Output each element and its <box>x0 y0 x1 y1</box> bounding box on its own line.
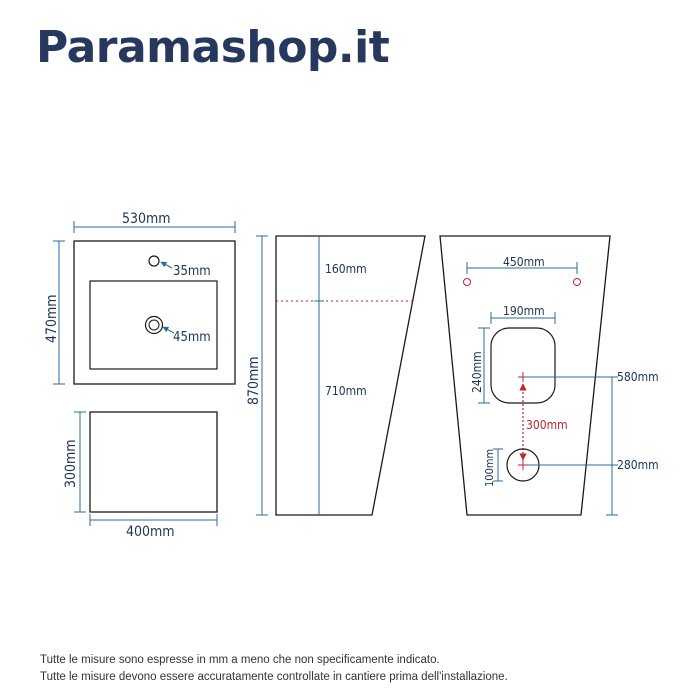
note-verification: Tutte le misure devono essere accuratame… <box>40 671 508 683</box>
drain-hole-label: 45mm <box>173 330 211 345</box>
tap-hole-pointer <box>160 261 173 269</box>
top-width-label: 530mm <box>122 211 171 227</box>
tap-hole <box>148 255 160 267</box>
top-depth-label: 470mm <box>44 294 60 343</box>
inlet-center-height-label: 580mm <box>617 370 659 384</box>
bolt-spacing-label: 450mm <box>503 255 545 269</box>
outlet-center-height-label: 280mm <box>617 458 659 472</box>
outlet-diameter-label: 100mm <box>483 449 496 487</box>
drain-hole-inner <box>148 319 160 331</box>
front-outline <box>89 411 218 513</box>
bolt-hole-left <box>463 278 471 286</box>
front-view: 300mm 400mm <box>63 411 218 540</box>
brand-logo: Paramashop.it <box>36 22 390 73</box>
lower-section-label: 710mm <box>325 384 367 398</box>
bolt-hole-right <box>573 278 581 286</box>
total-height-label: 870mm <box>246 356 262 405</box>
top-view: 530mm 470mm 35mm 45mm <box>44 211 236 385</box>
front-height-label: 300mm <box>63 439 79 488</box>
basin-top-outline <box>73 240 236 385</box>
inlet-width-label: 190mm <box>503 304 545 318</box>
side-view: 870mm 160mm 710mm <box>246 235 426 516</box>
center-distance-label: 300mm <box>526 418 568 432</box>
inlet-opening <box>490 327 556 404</box>
inlet-height-label: 240mm <box>470 351 484 393</box>
back-outline <box>439 235 611 516</box>
back-view: 450mm 190mm 240mm 580mm 300mm 100mm <box>439 235 659 516</box>
note-units: Tutte le misure sono espresse in mm a me… <box>40 654 440 666</box>
tap-hole-label: 35mm <box>173 264 211 279</box>
drain-hole-pointer <box>162 326 175 334</box>
front-width-label: 400mm <box>126 524 175 540</box>
basin-inner-outline <box>89 280 218 370</box>
side-outline <box>275 235 426 516</box>
upper-section-label: 160mm <box>325 262 367 276</box>
